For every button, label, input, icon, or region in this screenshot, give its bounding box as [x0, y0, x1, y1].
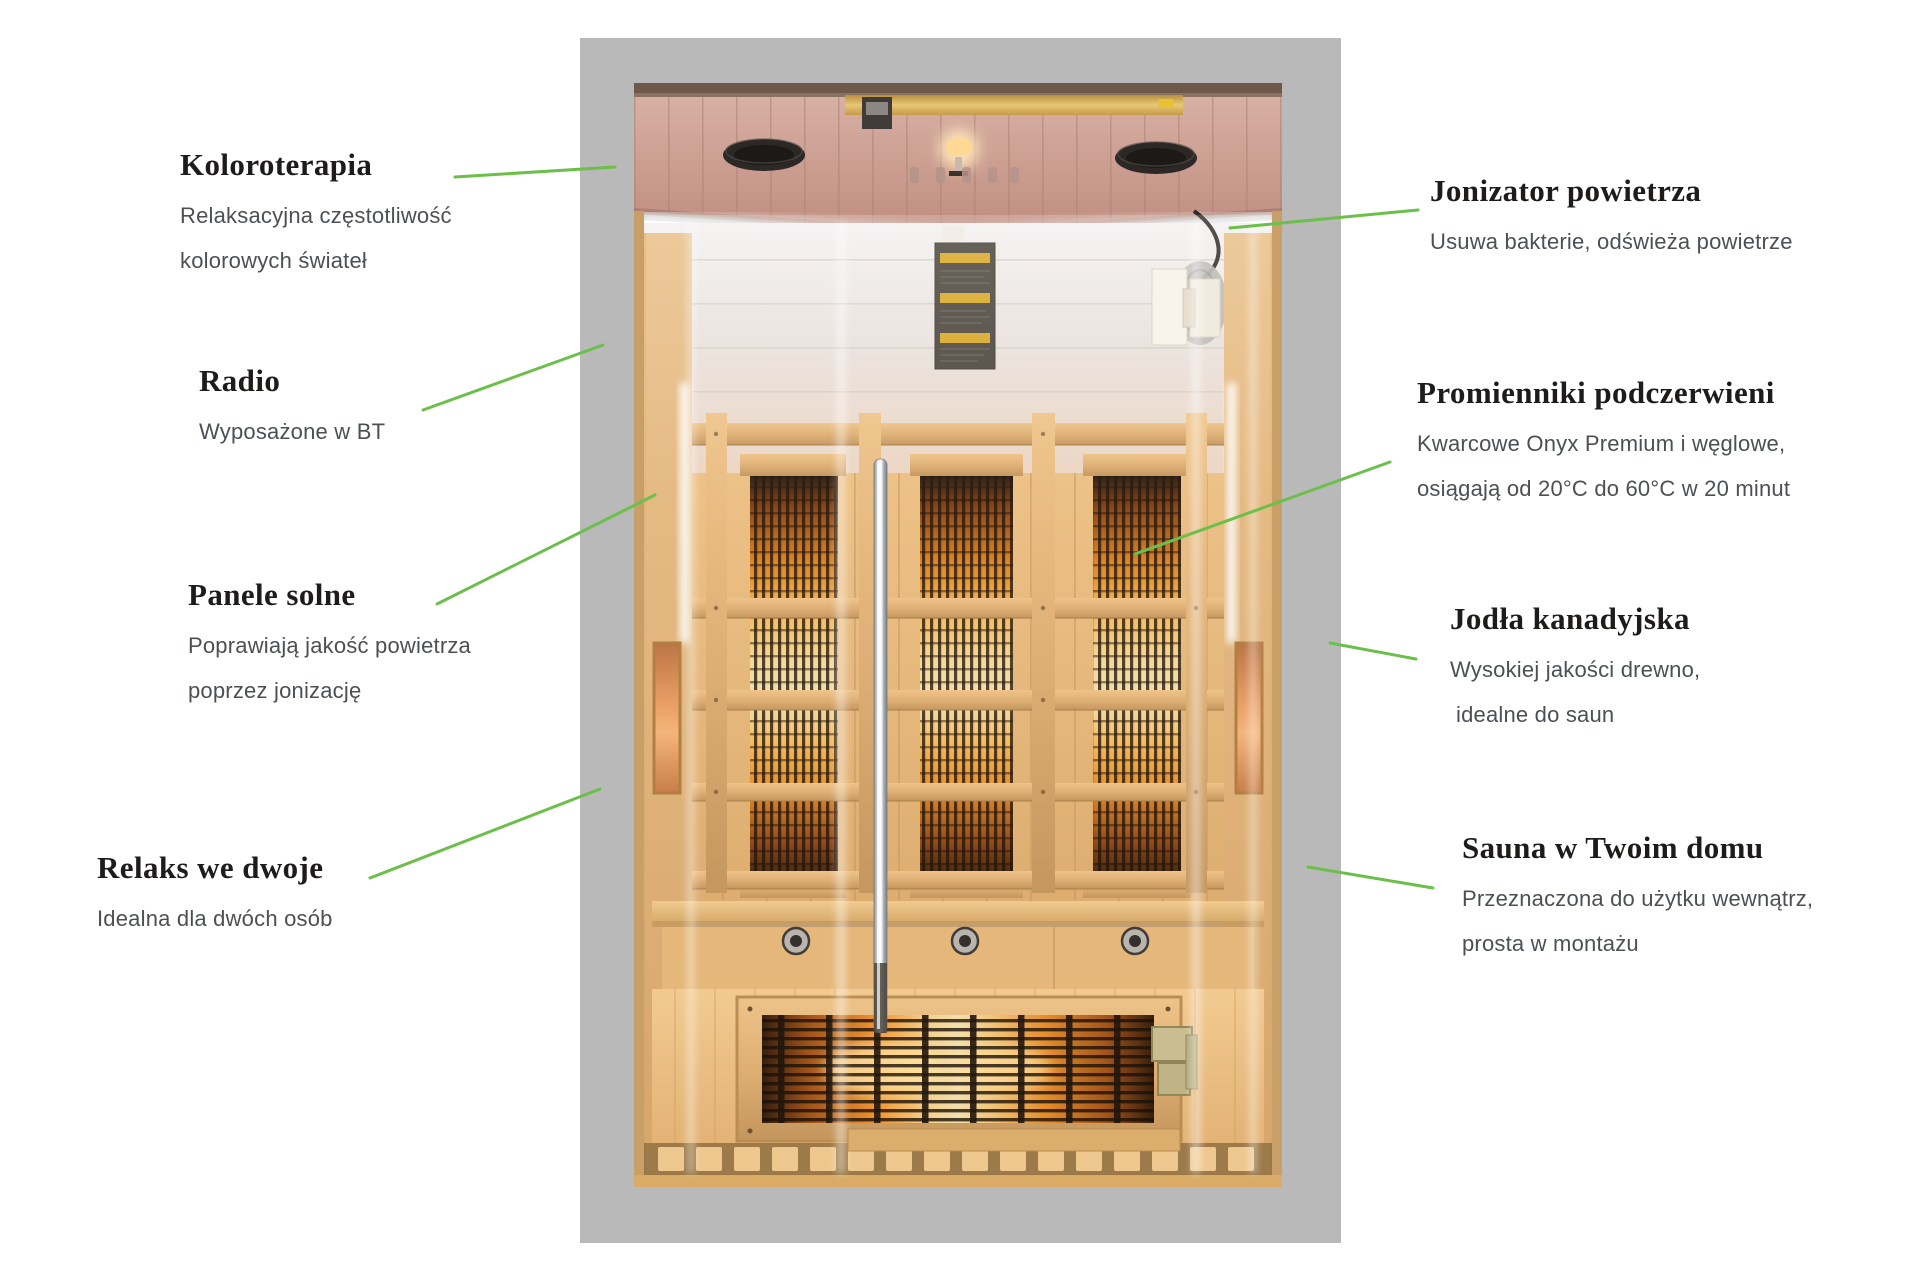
sauna-roof [634, 83, 1282, 97]
sauna-photo [633, 83, 1283, 1187]
feature-jonizator: Jonizator powietrza Usuwa bakterie, odśw… [1430, 172, 1793, 264]
ceiling-light-icon [939, 129, 979, 176]
feature-title: Jodła kanadyjska [1450, 601, 1690, 636]
feature-sauna-w-domu: Sauna w Twoim domu Przeznaczona do użytk… [1462, 829, 1813, 966]
feature-relaks-we-dwoje: Relaks we dwoje Idealna dla dwóch osób [97, 849, 333, 941]
feature-description-line: Usuwa bakterie, odświeża powietrze [1430, 229, 1793, 254]
connector-relaks [368, 787, 602, 880]
feature-description-line: Poprawiają jakość powietrza [188, 633, 471, 658]
feature-description-line: osiągają od 20°C do 60°C w 20 minut [1417, 476, 1791, 501]
feature-title: Relaks we dwoje [97, 850, 324, 885]
door-top-rail [845, 95, 1183, 115]
feature-description-line: Kwarcowe Onyx Premium i węglowe, [1417, 431, 1786, 456]
sauna-ceiling [633, 95, 1283, 237]
feature-description-line: poprzez jonizację [188, 678, 362, 703]
feature-radio: Radio Wyposażone w BT [199, 362, 385, 454]
feature-description-line: Wysokiej jakości drewno, [1450, 657, 1701, 682]
feature-description-line: Wyposażone w BT [199, 419, 386, 444]
feature-description-line: Przeznaczona do użytku wewnątrz, [1462, 886, 1814, 911]
feature-description-line: Idealna dla dwóch osób [97, 906, 333, 931]
speaker-right-icon [1115, 141, 1197, 174]
feature-title: Jonizator powietrza [1430, 173, 1702, 208]
speaker-left-icon [723, 138, 805, 171]
control-panel[interactable] [862, 97, 892, 129]
feature-panele-solne: Panele solne Poprawiają jakość powietrza… [188, 576, 471, 713]
feature-jodla-kanadyjska: Jodła kanadyjska Wysokiej jakości drewno… [1450, 600, 1700, 737]
feature-description-line: prosta w montażu [1462, 931, 1639, 956]
feature-promienniki: Promienniki podczerwieni Kwarcowe Onyx P… [1417, 374, 1790, 511]
feature-description-line: idealne do saun [1456, 702, 1615, 727]
warning-tag [1159, 99, 1173, 107]
feature-koloroterapia: Koloroterapia Relaksacyjna częstotliwość… [180, 146, 452, 283]
feature-title: Koloroterapia [180, 147, 373, 182]
ceiling-vents [910, 167, 1019, 183]
connector-jodla [1328, 641, 1418, 661]
feature-title: Sauna w Twoim domu [1462, 830, 1764, 865]
feature-title: Radio [199, 363, 281, 398]
glass-front [646, 215, 1270, 1173]
sauna-illustration [633, 83, 1283, 1187]
feature-description-line: Relaksacyjna częstotliwość [180, 203, 452, 228]
door-handle[interactable] [873, 458, 888, 1034]
feature-title: Promienniki podczerwieni [1417, 375, 1775, 410]
door-bottom-rail [847, 1128, 1181, 1152]
feature-description-line: kolorowych świateł [180, 248, 368, 273]
feature-title: Panele solne [188, 577, 356, 612]
connector-radio [421, 343, 605, 412]
